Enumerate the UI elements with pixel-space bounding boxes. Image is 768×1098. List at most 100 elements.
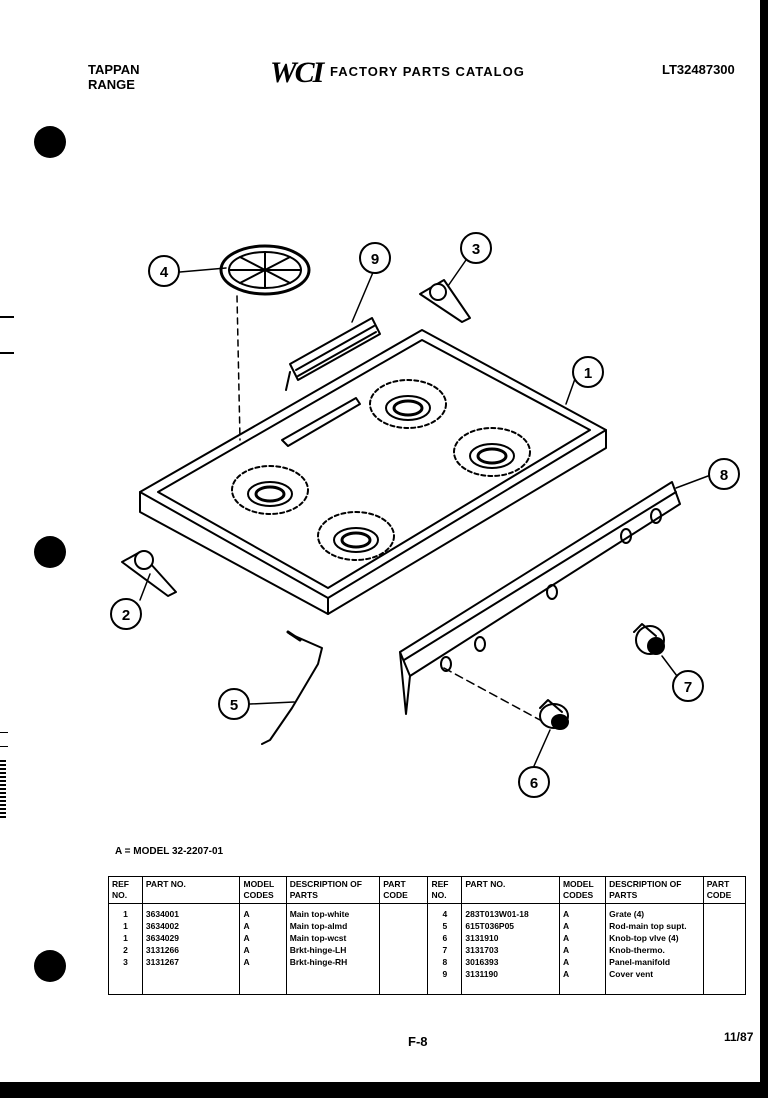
callout-circle [708,458,740,490]
callout-3: 3 [472,241,480,258]
callout-5: 5 [230,697,238,714]
table-row: 3 3131267 A Brkt-hinge-RH 8 3016393 A Pa… [108,956,747,968]
callout-circle [359,242,391,274]
catalog-number: LT32487300 [662,62,735,77]
code-cell [702,944,747,956]
model-cell: A [239,956,287,968]
callout-circle [460,232,492,264]
col-part: PART NO. [461,876,560,904]
model-cell: A [558,903,607,920]
part-cell [141,968,241,995]
part-cell: 3634002 [141,920,241,932]
callout-1: 1 [584,365,592,382]
model-cell: A [558,932,607,944]
col-model: MODEL CODES [239,876,287,904]
table-row: 1 3634001 A Main top-white 4 283T013W01-… [108,903,747,920]
rod-support-part [261,630,323,745]
part-cell: 3131266 [141,944,241,956]
col-code: PART CODE [702,876,747,904]
binder-hole-top [34,126,66,158]
callout-6: 6 [530,775,538,792]
table-row: 1 3634029 A Main top-wcst 6 3131910 A Kn… [108,932,747,944]
code-cell [702,920,747,932]
binder-hole-middle [34,536,66,568]
part-cell: 3634001 [141,903,241,920]
parts-table: REF NO. PART NO. MODEL CODES DESCRIPTION… [108,876,747,995]
main-top-part [139,329,607,615]
col-code: PART CODE [379,876,429,904]
hinge-lh-part [121,550,177,597]
callout-circle [518,766,550,798]
manifold-panel-part [399,481,681,721]
table-row: 2 3131266 A Brkt-hinge-LH 7 3131703 A Kn… [108,944,747,956]
burner-well [369,379,447,429]
catalog-title: FACTORY PARTS CATALOG [330,64,525,79]
part-cell: 3131910 [461,932,560,944]
margin-tick [0,316,14,318]
code-cell [379,903,429,920]
code-cell [702,968,747,995]
revision-date: 11/87 [724,1030,754,1044]
knob-thermo-part [633,623,665,655]
burner-well [317,511,395,561]
callout-circle [572,356,604,388]
catalog-page: TAPPAN RANGE WCI FACTORY PARTS CATALOG L… [0,0,760,1082]
part-cell: 3016393 [461,956,560,968]
wci-logo: WCI [270,56,324,89]
ref-cell [108,968,143,995]
ref-cell: 1 [108,920,143,932]
model-cell [239,968,287,995]
callout-7: 7 [684,679,692,696]
ref-cell: 4 [427,903,463,920]
ref-cell: 6 [427,932,463,944]
desc-cell: Brkt-hinge-RH [285,956,381,968]
brand-line-1: TAPPAN [88,62,140,77]
part-cell: 3634029 [141,932,241,944]
callout-circle [148,255,180,287]
part-cell: 615T036P05 [461,920,560,932]
desc-cell: Grate (4) [605,903,704,920]
part-cell: 3131703 [461,944,560,956]
margin-tick [0,352,14,354]
desc-cell: Panel-manifold [605,956,704,968]
table-header-row: REF NO. PART NO. MODEL CODES DESCRIPTION… [108,876,747,904]
model-cell: A [558,968,607,995]
ref-cell: 1 [108,903,143,920]
burner-well [453,427,531,477]
model-cell: A [558,920,607,932]
desc-cell: Brkt-hinge-LH [285,944,381,956]
ref-cell: 5 [427,920,463,932]
ref-cell: 3 [108,956,143,968]
callout-8: 8 [720,467,728,484]
table-row: 1 3634002 A Main top-almd 5 615T036P05 A… [108,920,747,932]
col-desc: DESCRIPTION OF PARTS [605,876,704,904]
binder-hole-bottom [34,950,66,982]
callout-circle [218,688,250,720]
desc-cell: Knob-thermo. [605,944,704,956]
col-ref: REF NO. [108,876,143,904]
code-cell [379,932,429,944]
desc-cell: Cover vent [605,968,704,995]
code-cell [379,968,429,995]
model-cell: A [239,944,287,956]
part-cell: 3131267 [141,956,241,968]
burner-well [231,465,309,515]
page-number: F-8 [408,1034,428,1049]
grate-part [219,244,311,441]
desc-cell: Rod-main top supt. [605,920,704,932]
col-part: PART NO. [141,876,241,904]
callout-circle [672,670,704,702]
table-row: 9 3131190 A Cover vent [108,968,747,995]
model-cell: A [239,932,287,944]
code-cell [379,956,429,968]
brand-line-2: RANGE [88,77,135,92]
part-cell: 3131190 [461,968,560,995]
desc-cell: Knob-top vlve (4) [605,932,704,944]
ref-cell: 1 [108,932,143,944]
hinge-rh-part [419,279,471,323]
desc-cell [285,968,381,995]
ref-cell: 8 [427,956,463,968]
code-cell [379,944,429,956]
code-cell [702,903,747,920]
callout-4: 4 [160,264,169,281]
